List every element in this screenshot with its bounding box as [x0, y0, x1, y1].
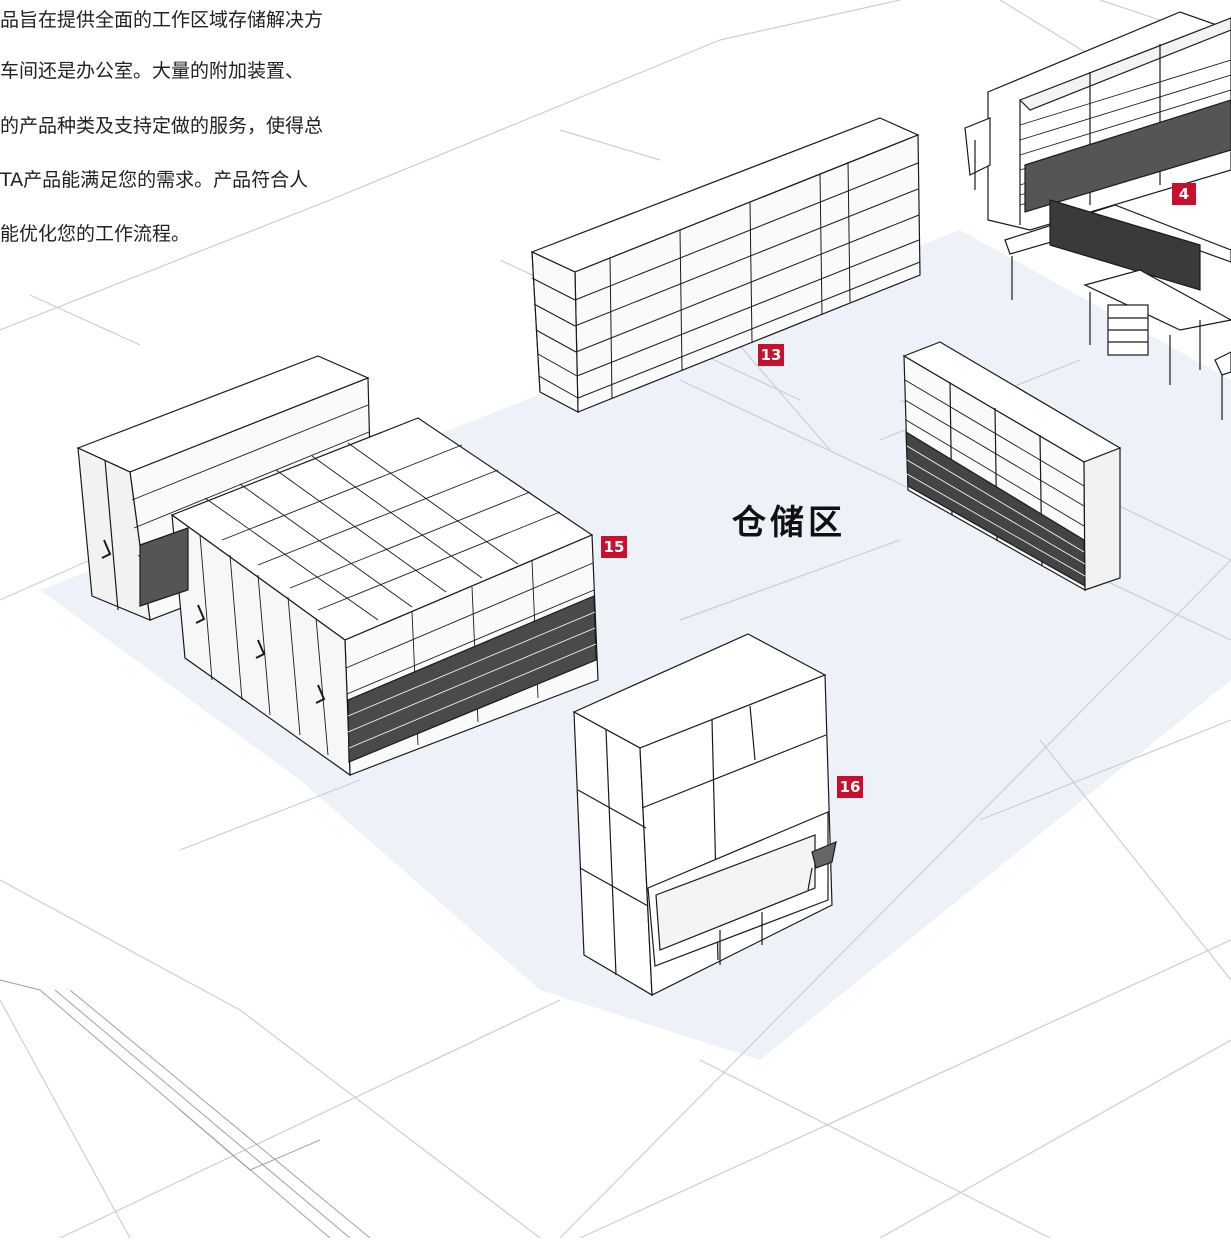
mobile-shelving-15 — [76, 355, 599, 777]
badge-4: 4 — [1172, 183, 1196, 205]
vertical-lift-16 — [572, 633, 837, 997]
badge-16: 16 — [837, 776, 863, 798]
badge-15: 15 — [601, 536, 627, 558]
intro-line-3: 的产品种类及支持定做的服务，使得总 — [0, 115, 324, 137]
badge-13: 13 — [758, 344, 784, 366]
intro-line-2: 车间还是办公室。大量的附加装置、 — [0, 60, 305, 82]
intro-line-1: 品旨在提供全面的工作区域存储解决方 — [0, 9, 324, 31]
zone-title: 仓储区 — [732, 503, 846, 543]
drawer-cabinets — [902, 341, 1122, 592]
cabinet-group-4 — [964, 11, 1231, 420]
intro-line-5: 能优化您的工作流程。 — [0, 223, 191, 245]
floor-edge-lines — [0, 979, 371, 1239]
intro-line-4: TA产品能满足您的需求。产品符合人 — [0, 169, 309, 191]
shelving-13 — [530, 117, 921, 414]
